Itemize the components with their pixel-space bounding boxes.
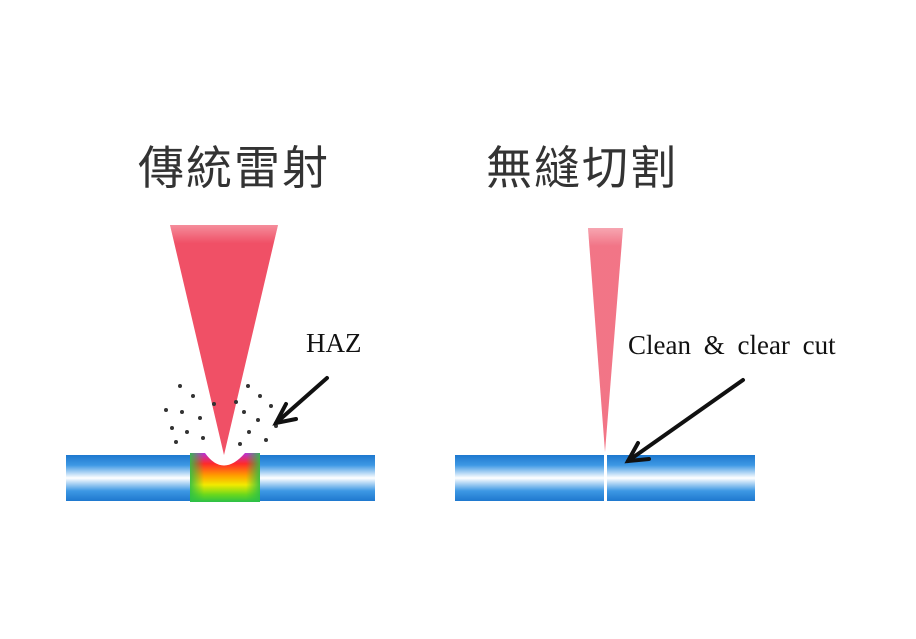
- clean-cut-label: Clean & clear cut: [628, 330, 836, 360]
- haz-arrow: [272, 376, 329, 426]
- right-substrate-right: [607, 455, 755, 501]
- heat-affected-zone: [190, 453, 260, 502]
- seamless-cut-group: [455, 228, 755, 501]
- haz-label: HAZ: [306, 328, 362, 358]
- seamless-cut-title: 無縫切割: [486, 141, 678, 195]
- conventional-laser-group: [66, 225, 375, 502]
- clean-cut-arrow: [624, 378, 745, 464]
- right-substrate-left: [455, 455, 604, 501]
- debris-particles: [164, 384, 278, 446]
- traditional-laser-title: 傳統雷射: [138, 141, 330, 195]
